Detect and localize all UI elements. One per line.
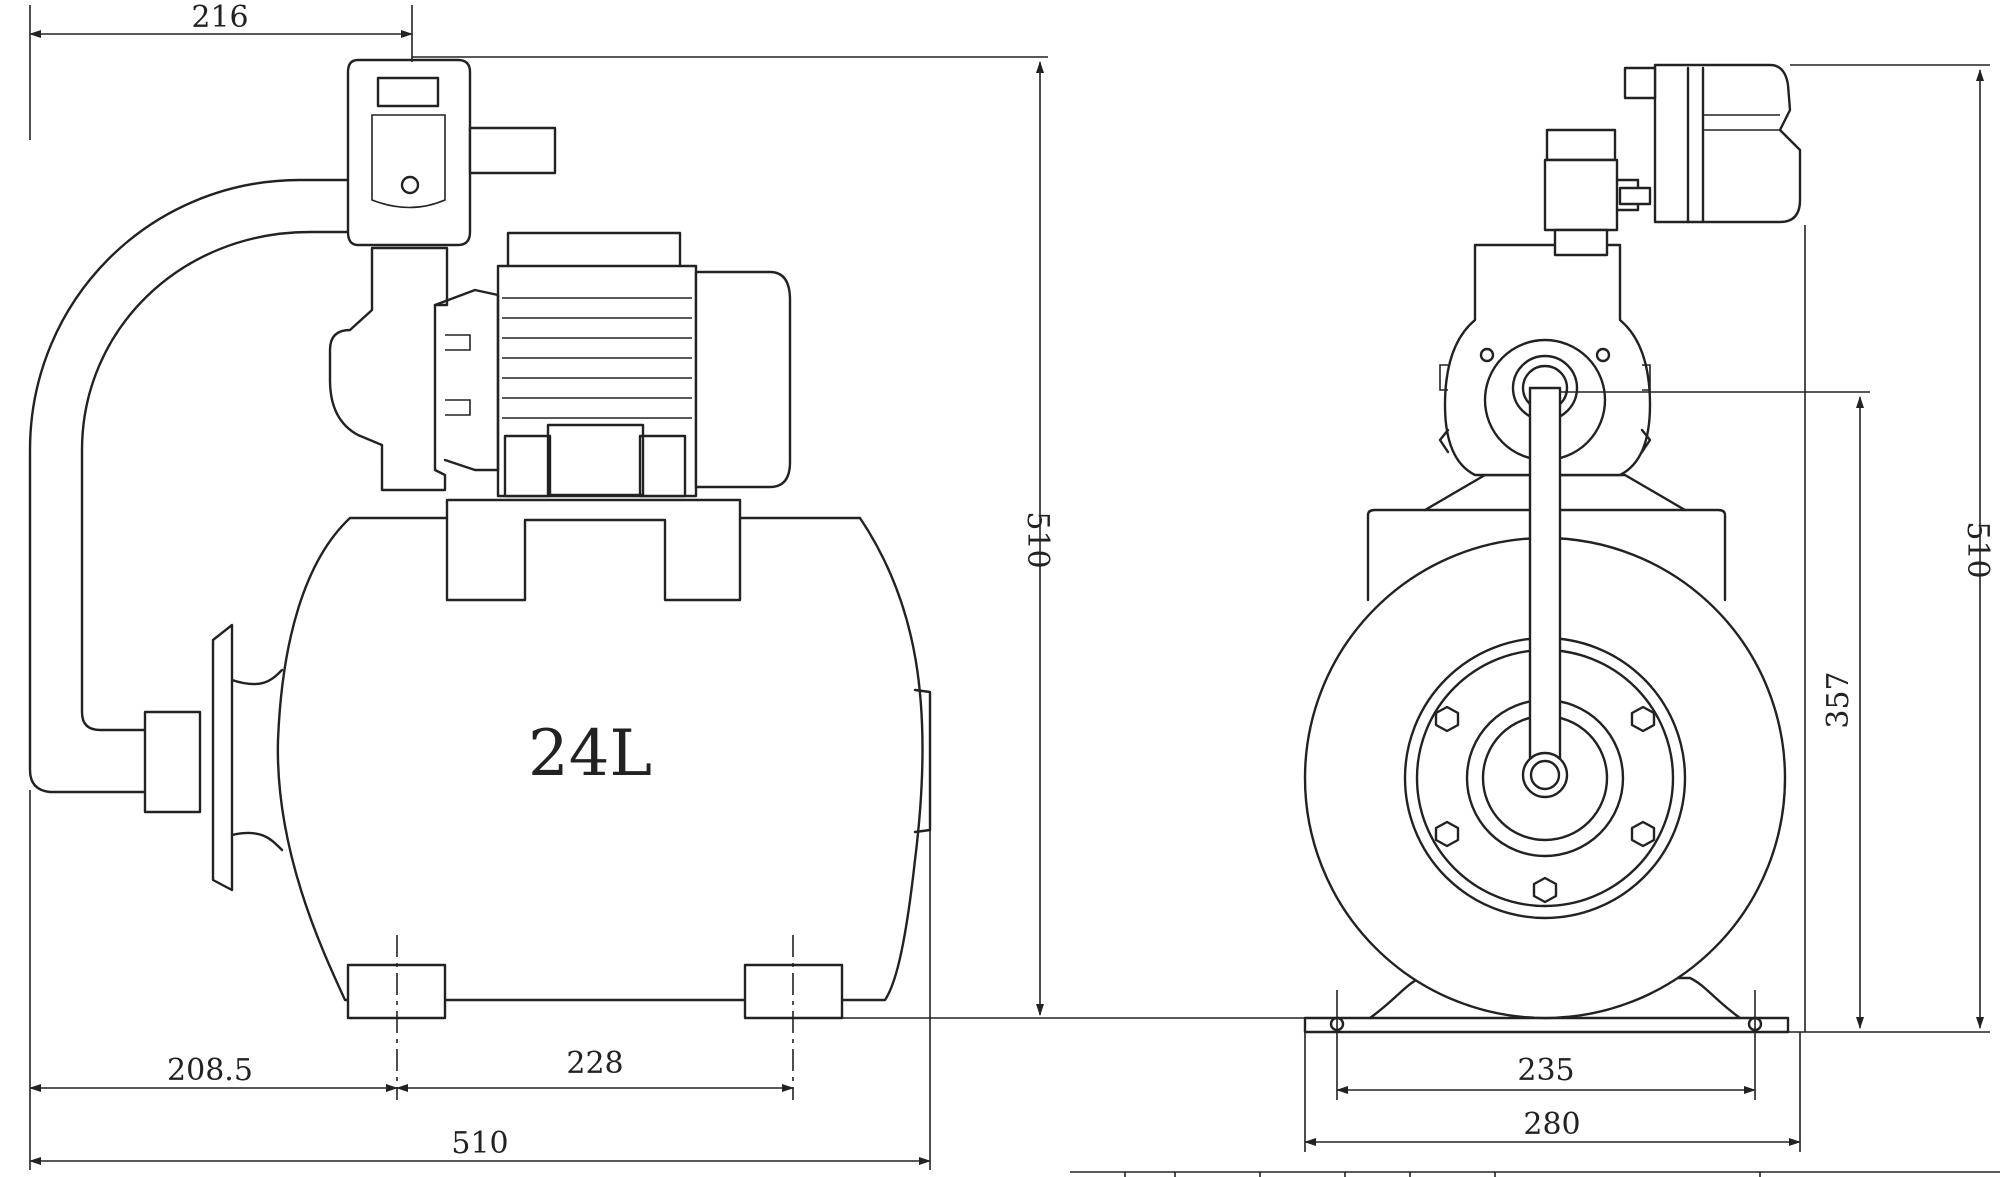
dim-foot-spacing: 228: [566, 1046, 623, 1081]
dim-base-width: 280: [1523, 1107, 1580, 1142]
suction-hose: [28, 178, 357, 794]
dim-foot-offset: 208.5: [167, 1053, 253, 1088]
base-plate: [1303, 1016, 1790, 1034]
inlet-coupling: [143, 710, 202, 814]
check-valve: [1543, 158, 1619, 232]
tank-capacity-label: 24L: [528, 717, 652, 791]
dim-base-hole-spacing: 235: [1517, 1053, 1574, 1088]
pump-end-housing: [1443, 243, 1652, 477]
side-view: 24L: [28, 58, 932, 1100]
inlet-flange: [211, 623, 234, 892]
dim-side-height: 510: [1020, 511, 1055, 568]
dim-top-width: 216: [191, 0, 248, 35]
dim-outlet-height: 357: [1821, 671, 1856, 728]
controller-end-view: [1653, 63, 1802, 224]
motor-top-box: [506, 231, 682, 270]
dimensions: 216 510 208.5 228 510 510 357 235: [29, 0, 2000, 1177]
discharge-pipe: [1528, 386, 1562, 795]
controller-outlet: [468, 126, 557, 175]
title-block-edge: [1070, 1171, 2000, 1177]
end-view: [1303, 63, 1802, 1034]
dim-end-height: 510: [1960, 521, 1995, 578]
controller-display: [376, 76, 440, 108]
pressure-tank: [276, 516, 924, 1002]
pump-bracket: [445, 498, 742, 602]
motor-fan-cover: [694, 270, 792, 489]
controller-knob: [400, 175, 420, 195]
dim-total-length: 510: [451, 1126, 508, 1161]
motor-cooling-fins: [502, 297, 692, 419]
pump-housing: [328, 246, 449, 492]
flange-bolts: [1434, 705, 1656, 904]
